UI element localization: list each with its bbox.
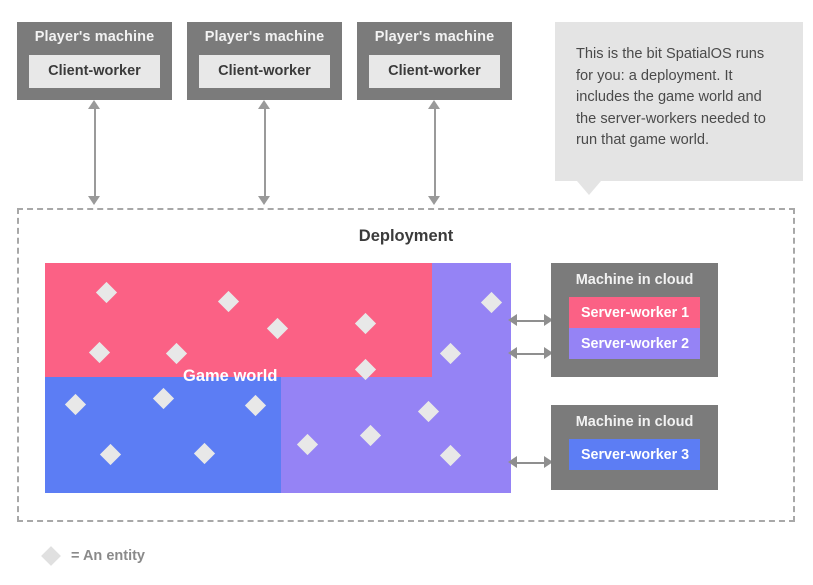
player-machine-2: Player's machine Client-worker — [187, 22, 342, 100]
cloud-machine-title: Machine in cloud — [575, 414, 694, 430]
cloud-machine-2: Machine in cloud Server-worker 3 — [551, 405, 718, 490]
arrow-server-worker-2-icon — [508, 347, 553, 360]
cloud-machine-1: Machine in cloud Server-worker 1 Server-… — [551, 263, 718, 377]
server-worker-3: Server-worker 3 — [569, 439, 700, 470]
player-machine-title: Player's machine — [374, 29, 495, 45]
client-worker-box-1: Client-worker — [29, 54, 160, 88]
arrow-client-worker-1-icon — [88, 100, 101, 205]
region-server-worker-2-main — [281, 377, 511, 493]
callout-tail-icon — [577, 181, 601, 195]
player-machine-title: Player's machine — [34, 29, 155, 45]
client-worker-box-3: Client-worker — [369, 54, 500, 88]
player-machine-1: Player's machine Client-worker — [17, 22, 172, 100]
deployment-container: Deployment — [17, 208, 795, 522]
player-machine-3: Player's machine Client-worker — [357, 22, 512, 100]
server-worker-2: Server-worker 2 — [569, 328, 700, 359]
game-world-label: Game world — [183, 367, 278, 385]
server-worker-list: Server-worker 1 Server-worker 2 — [569, 297, 700, 359]
callout-box: This is the bit SpatialOS runs for you: … — [555, 22, 803, 181]
cloud-machine-title: Machine in cloud — [575, 272, 694, 288]
client-worker-box-2: Client-worker — [199, 54, 330, 88]
arrow-server-worker-3-icon — [508, 456, 553, 469]
legend-label: = An entity — [71, 548, 145, 564]
region-server-worker-2-top — [432, 263, 511, 377]
server-worker-list: Server-worker 3 — [569, 439, 700, 470]
callout-text: This is the bit SpatialOS runs for you: … — [576, 46, 766, 148]
arrow-client-worker-3-icon — [428, 100, 441, 205]
player-machine-title: Player's machine — [204, 29, 325, 45]
arrow-server-worker-1-icon — [508, 314, 553, 327]
deployment-title: Deployment — [358, 227, 454, 245]
server-worker-1: Server-worker 1 — [569, 297, 700, 328]
legend-entity-diamond-icon — [41, 546, 61, 566]
legend: = An entity — [41, 546, 145, 566]
game-world — [45, 263, 511, 493]
region-server-worker-1 — [45, 263, 432, 377]
arrow-client-worker-2-icon — [258, 100, 271, 205]
